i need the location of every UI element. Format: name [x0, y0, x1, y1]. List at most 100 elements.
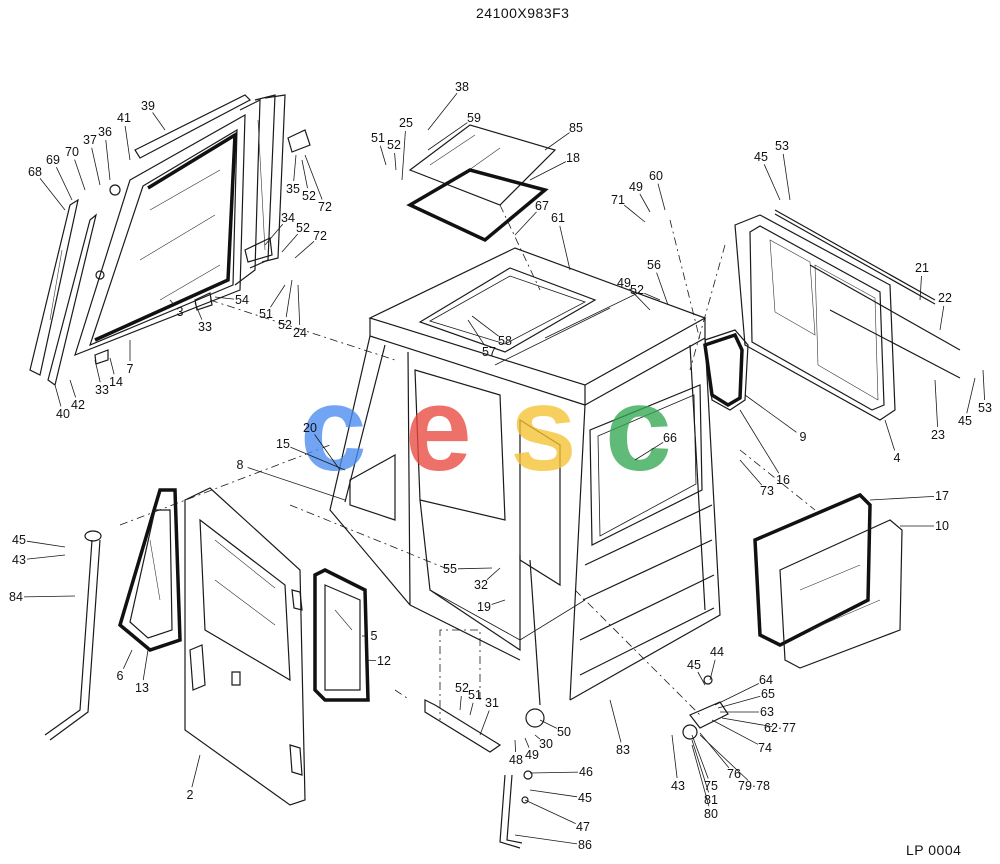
callout-label: 75	[704, 779, 718, 793]
watermark-letter: e	[405, 362, 472, 496]
leader-line	[634, 441, 664, 461]
drawing-number: 24100X983F3	[476, 5, 570, 21]
callout-label: 45	[12, 533, 26, 547]
leader-line	[697, 671, 706, 686]
callout-label: 37	[83, 133, 97, 147]
leader-line	[656, 272, 669, 306]
rear-window-assembly	[703, 209, 961, 421]
leader-line	[364, 659, 377, 661]
leader-line	[782, 153, 791, 201]
leader-line	[459, 695, 462, 711]
leader-line	[644, 292, 661, 301]
callout-label: 31	[485, 696, 499, 710]
leader-line	[671, 734, 678, 779]
leader-line	[966, 377, 976, 414]
leader-line	[379, 145, 387, 166]
leader-line	[539, 719, 557, 729]
rod-21	[774, 209, 936, 301]
callout-label: 51	[468, 688, 482, 702]
callout-label: 67	[535, 199, 549, 213]
leader-line	[105, 139, 111, 181]
leader-line	[514, 834, 578, 845]
quarter-window	[704, 329, 749, 411]
callout-label: 3	[177, 305, 184, 319]
callout-label: 24	[293, 326, 307, 340]
leader-line	[982, 369, 985, 401]
leader-line	[91, 147, 101, 186]
callout-label: 86	[578, 838, 592, 852]
callout-label: 49	[525, 748, 539, 762]
leader-line	[884, 419, 895, 451]
leader-line	[264, 223, 284, 246]
callout-label: 53	[775, 139, 789, 153]
door-windows	[117, 488, 370, 702]
leader-line	[469, 702, 474, 716]
leader-line	[74, 159, 86, 191]
leader-line	[699, 732, 730, 769]
leader-line	[657, 183, 666, 211]
callout-label: 58	[498, 334, 512, 348]
leader-line	[939, 305, 945, 331]
leader-line	[934, 379, 938, 428]
watermark-letter: c	[605, 362, 672, 496]
leader-line	[401, 130, 406, 181]
callout-label: 63	[760, 705, 774, 719]
roof-hatch	[406, 124, 557, 243]
callout-label: 68	[28, 165, 42, 179]
callout-label: 52	[296, 221, 310, 235]
leader-line	[457, 567, 493, 570]
callout-label: 52	[630, 283, 644, 297]
callout-label: 51	[371, 131, 385, 145]
leader-line	[39, 178, 66, 211]
leader-line	[301, 159, 308, 189]
lower-hardware	[424, 675, 729, 804]
watermark: c e s c	[300, 362, 672, 496]
callout-label: 20	[303, 421, 317, 435]
callout-label: 44	[710, 645, 724, 659]
leader-line	[394, 152, 397, 171]
leader-line	[169, 299, 176, 307]
leader-line	[123, 649, 133, 669]
leader-line	[270, 284, 286, 308]
callout-label: 72	[313, 229, 327, 243]
callout-label: 33	[95, 383, 109, 397]
watermark-letter: s	[510, 362, 577, 496]
leader-line	[142, 649, 149, 681]
callout-label: 45	[687, 658, 701, 672]
leader-line	[471, 315, 499, 337]
handrails	[44, 530, 523, 849]
callout-label: 72	[318, 200, 332, 214]
callout-label: 49	[617, 276, 631, 290]
callout-label: 61	[551, 211, 565, 225]
callout-label: 21	[915, 261, 929, 275]
callout-label: 12	[377, 654, 391, 668]
leader-line	[544, 132, 570, 151]
leader-line	[467, 319, 485, 346]
callout-label: 34	[281, 211, 295, 225]
callout-label: 2	[187, 788, 194, 802]
front-window-frame	[74, 113, 246, 357]
callout-label: 79·78	[738, 779, 770, 793]
callout-label: 23	[931, 428, 945, 442]
callout-label: 19	[477, 600, 491, 614]
callout-label: 80	[704, 807, 718, 821]
leader-line	[717, 695, 761, 709]
callout-label: 13	[135, 681, 149, 695]
callout-label: 85	[569, 121, 583, 135]
callout-label: 70	[65, 145, 79, 159]
callout-label: 64	[759, 673, 773, 687]
leader-line	[714, 683, 759, 706]
callout-label: 16	[776, 473, 790, 487]
leader-line	[609, 699, 622, 743]
leader-line	[739, 459, 763, 486]
leader-line	[691, 739, 709, 793]
leader-line	[247, 467, 346, 501]
cab-frame	[329, 247, 721, 706]
leader-line	[639, 193, 651, 213]
callout-label: 22	[938, 291, 952, 305]
leader-line	[529, 771, 579, 774]
leader-line	[427, 122, 468, 151]
leader-line	[529, 789, 578, 798]
callout-label: 39	[141, 99, 155, 113]
leader-line	[699, 734, 749, 781]
